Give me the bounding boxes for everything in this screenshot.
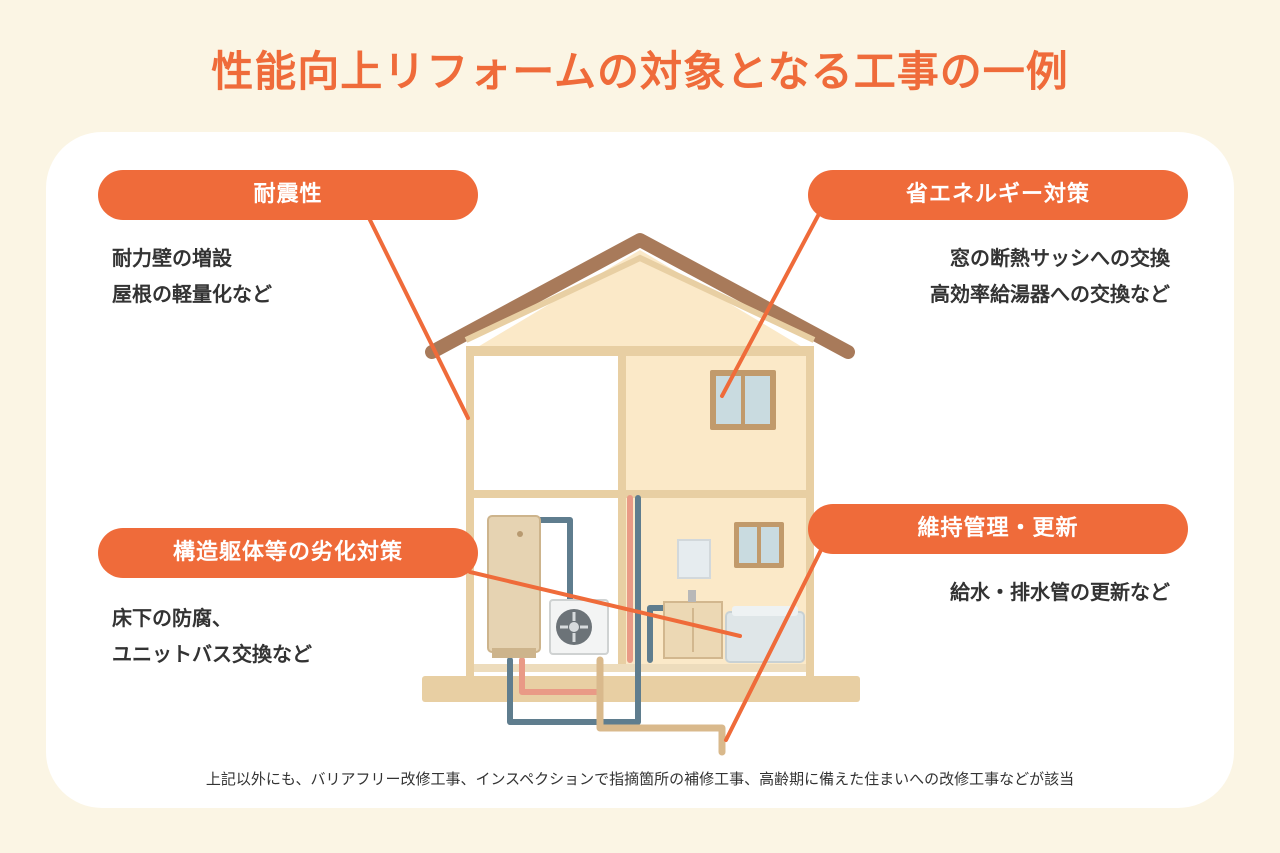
- seismic-description: 耐力壁の増設 屋根の軽量化など: [112, 240, 272, 312]
- connector-seismic: [366, 214, 470, 420]
- deterioration-line-1: 床下の防腐、: [112, 606, 232, 630]
- seismic-line-1: 耐力壁の増設: [112, 246, 232, 270]
- energy-line-1: 窓の断熱サッシへの交換: [950, 246, 1170, 270]
- connector-lines: [366, 210, 824, 742]
- house-frame: [466, 346, 814, 676]
- connector-deterioration: [468, 570, 742, 638]
- deterioration-description: 床下の防腐、 ユニットバス交換など: [112, 600, 312, 672]
- maintenance-line-1: 給水・排水管の更新など: [950, 580, 1170, 604]
- maintenance-description: 給水・排水管の更新など: [808, 574, 1170, 610]
- footnote: 上記以外にも、バリアフリー改修工事、インスペクションで指摘箇所の補修工事、高齢期…: [205, 770, 1075, 788]
- roof-inner: [464, 254, 816, 343]
- mirror: [677, 539, 711, 579]
- upper-window: [710, 370, 776, 430]
- attic-fill: [466, 250, 814, 354]
- heat-pump-unit: [549, 599, 609, 655]
- maintenance-label: 維持管理・更新: [808, 504, 1188, 554]
- energy-description: 窓の断熱サッシへの交換 高効率給湯器への交換など: [808, 240, 1170, 312]
- connector-maintenance: [724, 546, 824, 742]
- deterioration-line-2: ユニットバス交換など: [112, 642, 312, 666]
- energy-line-2: 高効率給湯器への交換など: [930, 282, 1170, 306]
- roof: [425, 233, 855, 359]
- page-title: 性能向上リフォームの対象となる工事の一例: [211, 47, 1069, 96]
- connector-energy: [720, 210, 822, 398]
- room-upper-left: [474, 356, 620, 492]
- deterioration-label: 構造躯体等の劣化対策: [98, 528, 478, 578]
- energy-label: 省エネルギー対策: [808, 170, 1188, 220]
- lower-window: [734, 522, 784, 568]
- seismic-line-2: 屋根の軽量化など: [112, 282, 272, 306]
- seismic-label: 耐震性: [98, 170, 478, 220]
